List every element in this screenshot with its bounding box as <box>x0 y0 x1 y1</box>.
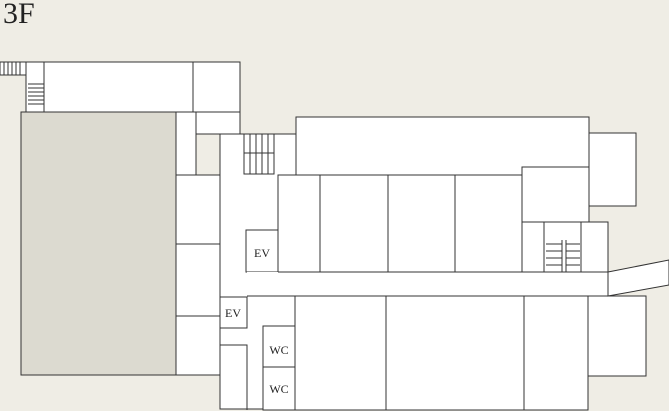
elevator-label-1: EV <box>254 246 270 260</box>
room-upper-7[interactable] <box>580 221 609 273</box>
corridor-connector[interactable] <box>195 111 241 135</box>
room-north-hall[interactable] <box>295 116 590 176</box>
corridor-west-upper[interactable] <box>175 111 197 176</box>
room-lower-3[interactable] <box>523 295 589 411</box>
room-upper-4[interactable] <box>454 174 523 273</box>
room-west-column-2[interactable] <box>175 243 221 317</box>
room-upper-2[interactable] <box>319 174 389 273</box>
room-lower-4[interactable] <box>587 295 647 377</box>
room-top-left-wide[interactable] <box>43 61 194 113</box>
restroom-label-1: WC <box>269 343 288 357</box>
room-upper-3[interactable] <box>387 174 456 273</box>
room-large-west[interactable] <box>20 111 177 376</box>
room-wc-2[interactable] <box>262 366 296 411</box>
room-lower-1[interactable] <box>294 295 387 411</box>
room-upper-6[interactable] <box>521 221 545 273</box>
room-upper-5[interactable] <box>521 166 590 223</box>
elevator-label-2: EV <box>225 306 241 320</box>
floor-label: 3F <box>3 0 35 30</box>
room-west-column-3[interactable] <box>175 315 221 376</box>
restroom-label-2: WC <box>269 382 288 396</box>
corridor-east-west[interactable] <box>247 272 608 296</box>
room-lower-2[interactable] <box>385 295 525 411</box>
room-top-left-side[interactable] <box>192 61 241 113</box>
room-ev-2[interactable] <box>219 296 248 329</box>
room-upper-1[interactable] <box>277 174 321 273</box>
room-north-east[interactable] <box>588 132 637 207</box>
room-west-column-1[interactable] <box>175 174 221 245</box>
corridor-east-extension[interactable] <box>607 259 669 297</box>
